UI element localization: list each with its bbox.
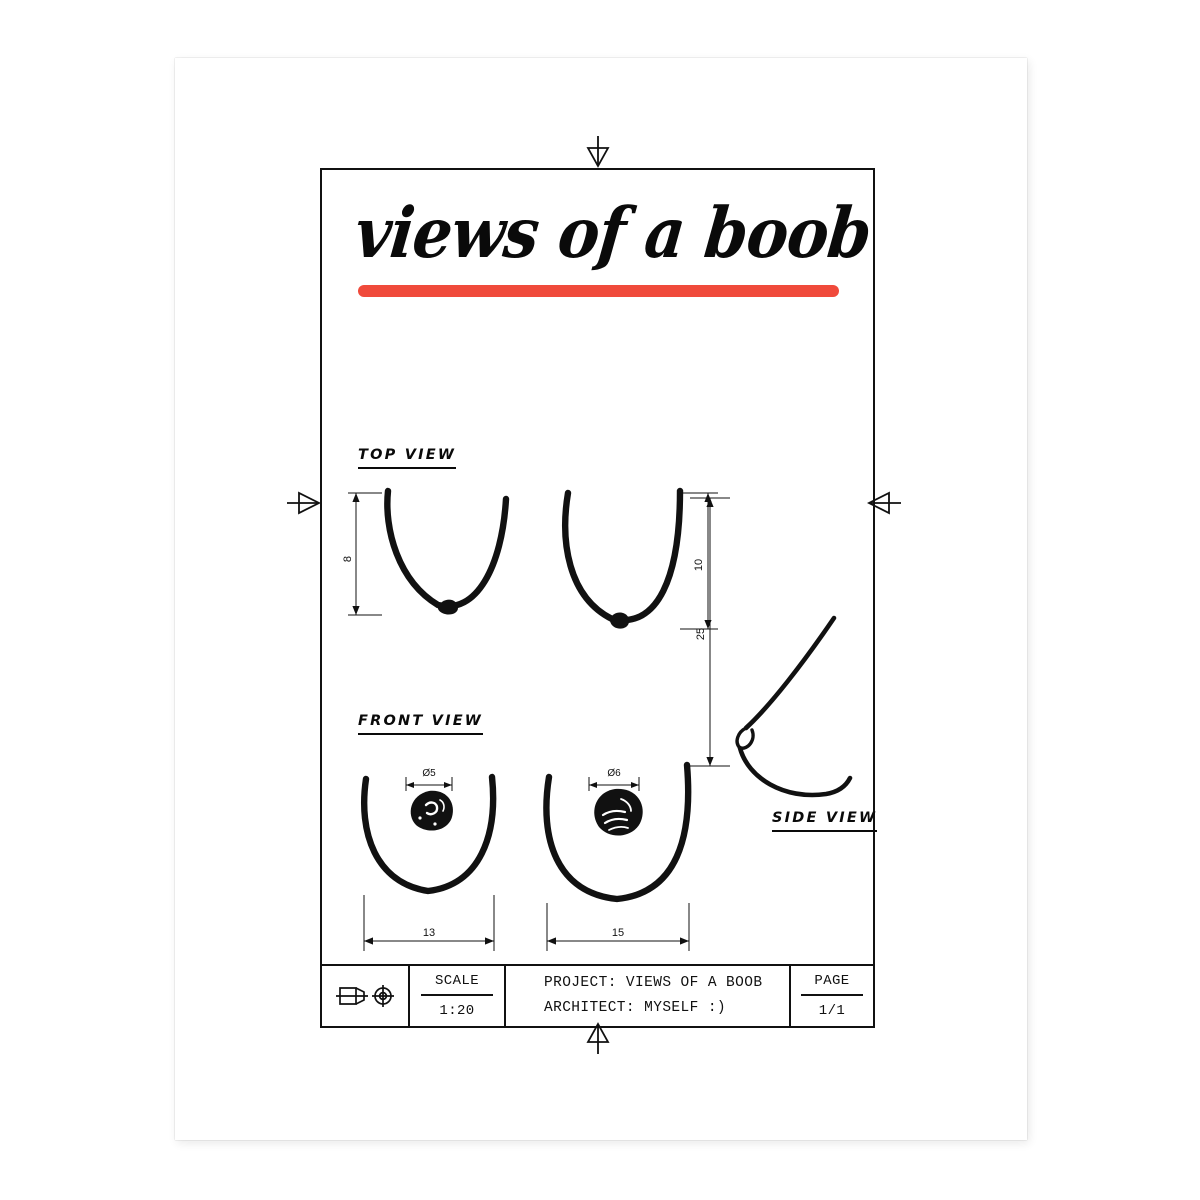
label-front-view: FRONT VIEW [358, 713, 483, 735]
dim-front-right-nipple: Ø6 [607, 768, 621, 779]
scale-value: 1:20 [439, 1003, 475, 1019]
dimension-side-height-25: 25 [690, 488, 760, 778]
drawing-frame: views of a boob TOP VIEW FRONT VIEW SIDE… [320, 168, 878, 1028]
drawing-side-view [722, 610, 872, 810]
dim-front-left-nipple: Ø5 [422, 768, 436, 779]
label-top-view: TOP VIEW [358, 447, 457, 469]
center-mark-bottom-icon [583, 1020, 613, 1054]
projection-symbol-cell [322, 966, 410, 1026]
dim-front-left-width: 13 [423, 927, 435, 939]
center-mark-left-icon [287, 488, 321, 518]
page-header: PAGE [791, 966, 873, 996]
project-cell: PROJECT: VIEWS OF A BOOB ARCHITECT: MYSE… [506, 966, 791, 1026]
dim-front-right-width: 15 [612, 927, 624, 939]
title-underline-highlight [358, 285, 839, 297]
project-line: PROJECT: VIEWS OF A BOOB [544, 975, 763, 991]
drawing-front-view-right: Ø6 15 [537, 755, 737, 975]
center-mark-top-icon [583, 136, 613, 170]
page-title: views of a boob [351, 192, 875, 274]
title-block: SCALE 1:20 PROJECT: VIEWS OF A BOOB ARCH… [322, 964, 873, 1026]
scale-header: SCALE [410, 966, 504, 996]
dim-top-left-height: 8 [342, 556, 354, 562]
poster-title-group: views of a boob [351, 192, 875, 302]
first-angle-projection-icon [336, 985, 394, 1007]
page-cell: PAGE 1/1 [791, 966, 873, 1026]
paper-sheet: views of a boob TOP VIEW FRONT VIEW SIDE… [175, 58, 1027, 1140]
drawing-front-view-left: Ø5 13 [352, 755, 542, 975]
dim-top-right-height: 10 [693, 559, 705, 571]
drawing-top-view-left: 8 [330, 485, 540, 645]
scale-cell: SCALE 1:20 [410, 966, 506, 1026]
architect-line: ARCHITECT: MYSELF :) [544, 1000, 727, 1016]
drawing-top-view-right: 10 [540, 485, 760, 655]
dim-side-height: 25 [695, 628, 707, 640]
page-value: 1/1 [818, 1003, 846, 1019]
label-side-view: SIDE VIEW [772, 810, 878, 832]
